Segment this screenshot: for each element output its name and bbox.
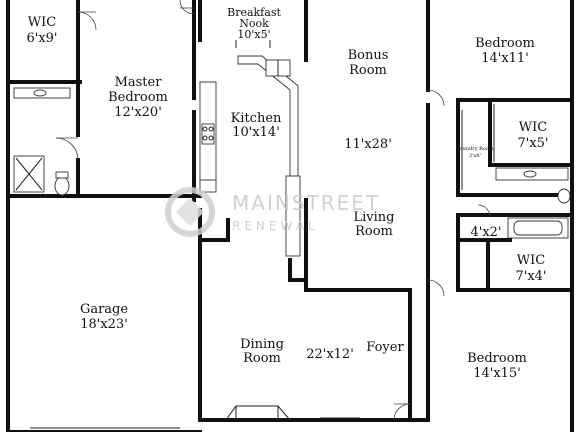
kitchen-counters	[199, 55, 301, 257]
bedroom-top-size: 14'x11'	[481, 51, 529, 66]
wic-right-bottom-name: WIC	[517, 253, 545, 268]
bedroom-bottom-name: Bedroom	[467, 351, 527, 366]
right-wing-walls	[456, 98, 574, 292]
room-labels: WIC 6'x9' Master Bedroom 12'x20' Breakfa…	[26, 6, 548, 381]
closet-size: 4'x2'	[470, 225, 501, 240]
bonus-room-name-2: Room	[349, 63, 387, 78]
kitchen-walls	[158, 194, 412, 422]
foyer-name: Foyer	[366, 340, 404, 355]
hall-toilet-icon	[557, 188, 571, 204]
breakfast-nook-size: 10'x5'	[237, 28, 270, 41]
master-bath-fixtures	[13, 87, 71, 196]
watermark-line2: RENEWAL	[232, 219, 319, 233]
watermark: MAINSTREET RENEWAL	[165, 187, 380, 237]
foyer-size: 22'x12'	[306, 347, 354, 362]
watermark-logo-icon	[165, 187, 215, 237]
living-room-name-2: Room	[355, 224, 393, 239]
breakfast-nook-walls	[198, 0, 271, 48]
bedroom-top-name: Bedroom	[475, 36, 535, 51]
kitchen-size: 10'x14'	[232, 125, 280, 140]
bonus-room-name-1: Bonus	[348, 48, 389, 63]
kitchen-island	[285, 175, 301, 257]
master-bedroom-size: 12'x20'	[114, 105, 162, 120]
wic-master-size: 6'x9'	[26, 31, 57, 46]
master-bedroom-name-2: Bedroom	[108, 90, 168, 105]
stove-icon	[201, 123, 215, 145]
master-suite-walls	[6, 0, 196, 202]
dining-room-name-1: Dining	[240, 337, 284, 352]
wic-right-top-name: WIC	[519, 120, 547, 135]
hall-bath-fixtures	[495, 167, 571, 239]
breakfast-nook-name-2: Nook	[239, 17, 269, 30]
dishwasher-icon	[199, 179, 217, 193]
wic-right-bottom-size: 7'x4'	[515, 269, 546, 284]
bonus-room-size: 11'x28'	[344, 137, 392, 152]
toilet-icon	[54, 176, 70, 196]
master-doors	[55, 0, 195, 161]
hall-sink-icon	[523, 170, 537, 178]
sink-icon	[33, 89, 47, 97]
living-room-name-1: Living	[354, 210, 395, 225]
master-bedroom-name-1: Master	[115, 75, 163, 90]
wic-master-name: WIC	[28, 15, 56, 30]
garage-name: Garage	[80, 302, 128, 317]
garage-size: 18'x23'	[80, 317, 128, 332]
laundry-name: Laundry Room	[456, 146, 494, 152]
toilet-tank	[55, 171, 69, 179]
right-wing-doors	[393, 89, 491, 421]
dining-room-name-2: Room	[243, 351, 281, 366]
garage-walls	[6, 427, 202, 432]
exterior-walls	[6, 0, 574, 432]
front-bay-window	[225, 405, 360, 421]
wic-right-top-size: 7'x5'	[517, 136, 548, 151]
kitchen-name: Kitchen	[231, 111, 282, 126]
bedroom-bottom-size: 14'x15'	[473, 366, 521, 381]
breakfast-nook-name-1: Breakfast	[227, 6, 281, 19]
laundry-size: 2'x8'	[469, 153, 481, 159]
watermark-line1: MAINSTREET	[232, 191, 380, 215]
